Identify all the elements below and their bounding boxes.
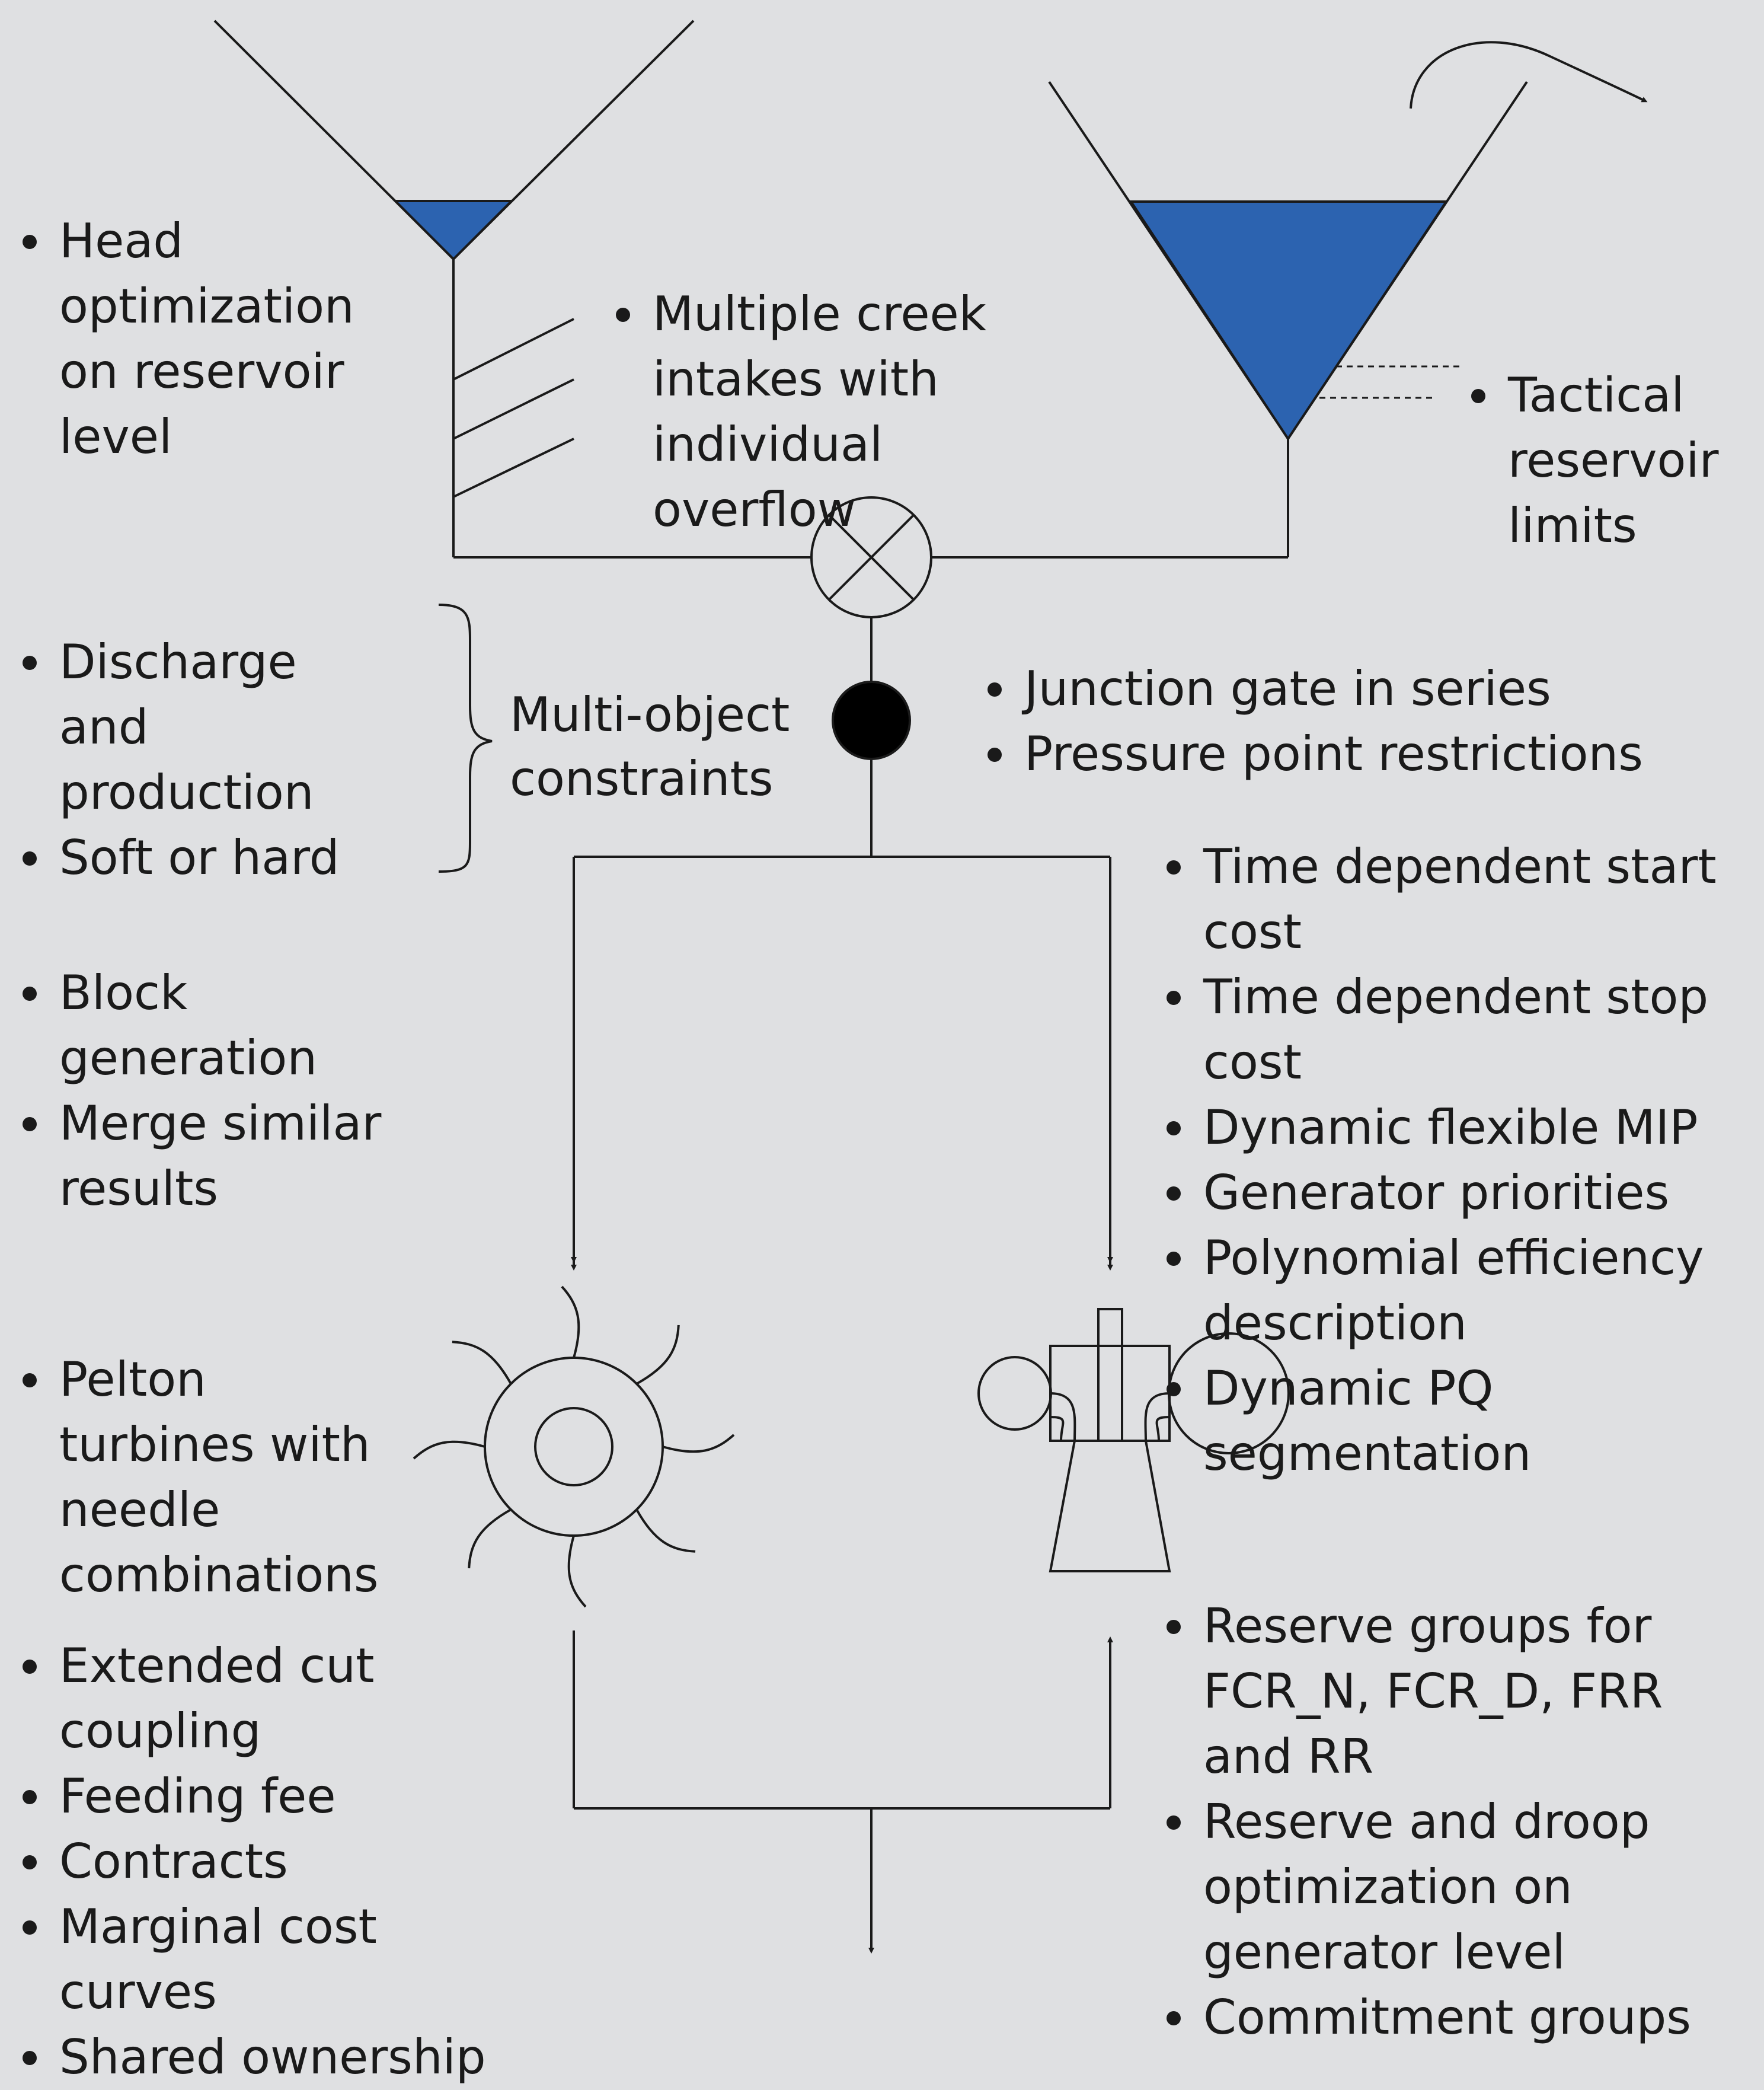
pressure-point-icon bbox=[832, 681, 911, 760]
tactical-limit-notes: Tactical reservoir limits bbox=[1462, 363, 1758, 559]
note-item: Dynamic PQ segmentation bbox=[1157, 1356, 1764, 1486]
note-item: Dynamic flexible MIP bbox=[1157, 1095, 1764, 1160]
pelton-turbine-icon bbox=[413, 1285, 735, 1608]
generator-notes: Time dependent start cost Time dependent… bbox=[1157, 834, 1764, 1486]
market-notes: Extended cut coupling Feeding fee Contra… bbox=[13, 1633, 547, 2090]
note-item: Pressure point restrictions bbox=[978, 722, 1760, 787]
note-item: Tactical reservoir limits bbox=[1462, 363, 1758, 559]
note-item: Shared ownership bbox=[13, 2025, 547, 2090]
right-reservoir-icon bbox=[1048, 81, 1528, 557]
creek-intake-notes: Multiple creek intakes with individual o… bbox=[606, 282, 1069, 543]
note-item: Time dependent stop cost bbox=[1157, 965, 1764, 1095]
note-item: Block generation bbox=[13, 961, 428, 1091]
note-item: Soft or hard bbox=[13, 825, 392, 891]
note-item: Junction gate in series bbox=[978, 656, 1760, 722]
note-item: Polynomial efficiency description bbox=[1157, 1226, 1764, 1356]
creek-intakes-icon bbox=[452, 259, 574, 557]
curved-arrow-icon bbox=[1410, 41, 1648, 109]
note-item: Time dependent start cost bbox=[1157, 834, 1764, 965]
note-item: Generator priorities bbox=[1157, 1160, 1764, 1226]
hydro-system-diagram bbox=[213, 20, 1648, 1954]
block-generation-notes: Block generation Merge similar results bbox=[13, 961, 428, 1221]
constraints-label-line: constraints bbox=[510, 751, 774, 806]
constraints-label: Multi-object constraints bbox=[510, 683, 790, 811]
note-item: Multiple creek intakes with individual o… bbox=[606, 282, 1069, 543]
note-item: Head optimization on reservoir level bbox=[13, 209, 369, 470]
note-item: Reserve groups for FCR_N, FCR_D, FRR and… bbox=[1157, 1594, 1764, 1789]
note-item: Reserve and droop optimization on genera… bbox=[1157, 1789, 1764, 1985]
note-item: Pelton turbines with needle combinations bbox=[13, 1347, 392, 1608]
note-item: Discharge and production bbox=[13, 630, 392, 825]
note-item: Contracts bbox=[13, 1829, 547, 1894]
constraints-label-line: Multi-object bbox=[510, 687, 790, 742]
constraint-brace bbox=[438, 604, 493, 873]
discharge-notes: Discharge and production Soft or hard bbox=[13, 630, 392, 891]
junction-notes: Junction gate in series Pressure point r… bbox=[978, 656, 1760, 787]
head-optimization-notes: Head optimization on reservoir level bbox=[13, 209, 369, 470]
note-item: Merge similar results bbox=[13, 1091, 428, 1221]
note-item: Marginal cost curves bbox=[13, 1894, 547, 2025]
generator-icon bbox=[977, 1308, 1290, 1572]
reserve-notes: Reserve groups for FCR_N, FCR_D, FRR and… bbox=[1157, 1594, 1764, 2050]
note-item: Commitment groups bbox=[1157, 1985, 1764, 2050]
left-reservoir-icon bbox=[213, 20, 695, 261]
tactical-limit-lines bbox=[1319, 365, 1461, 399]
pelton-notes: Pelton turbines with needle combinations bbox=[13, 1347, 392, 1608]
note-item: Feeding fee bbox=[13, 1764, 547, 1829]
note-item: Extended cut coupling bbox=[13, 1633, 547, 1764]
